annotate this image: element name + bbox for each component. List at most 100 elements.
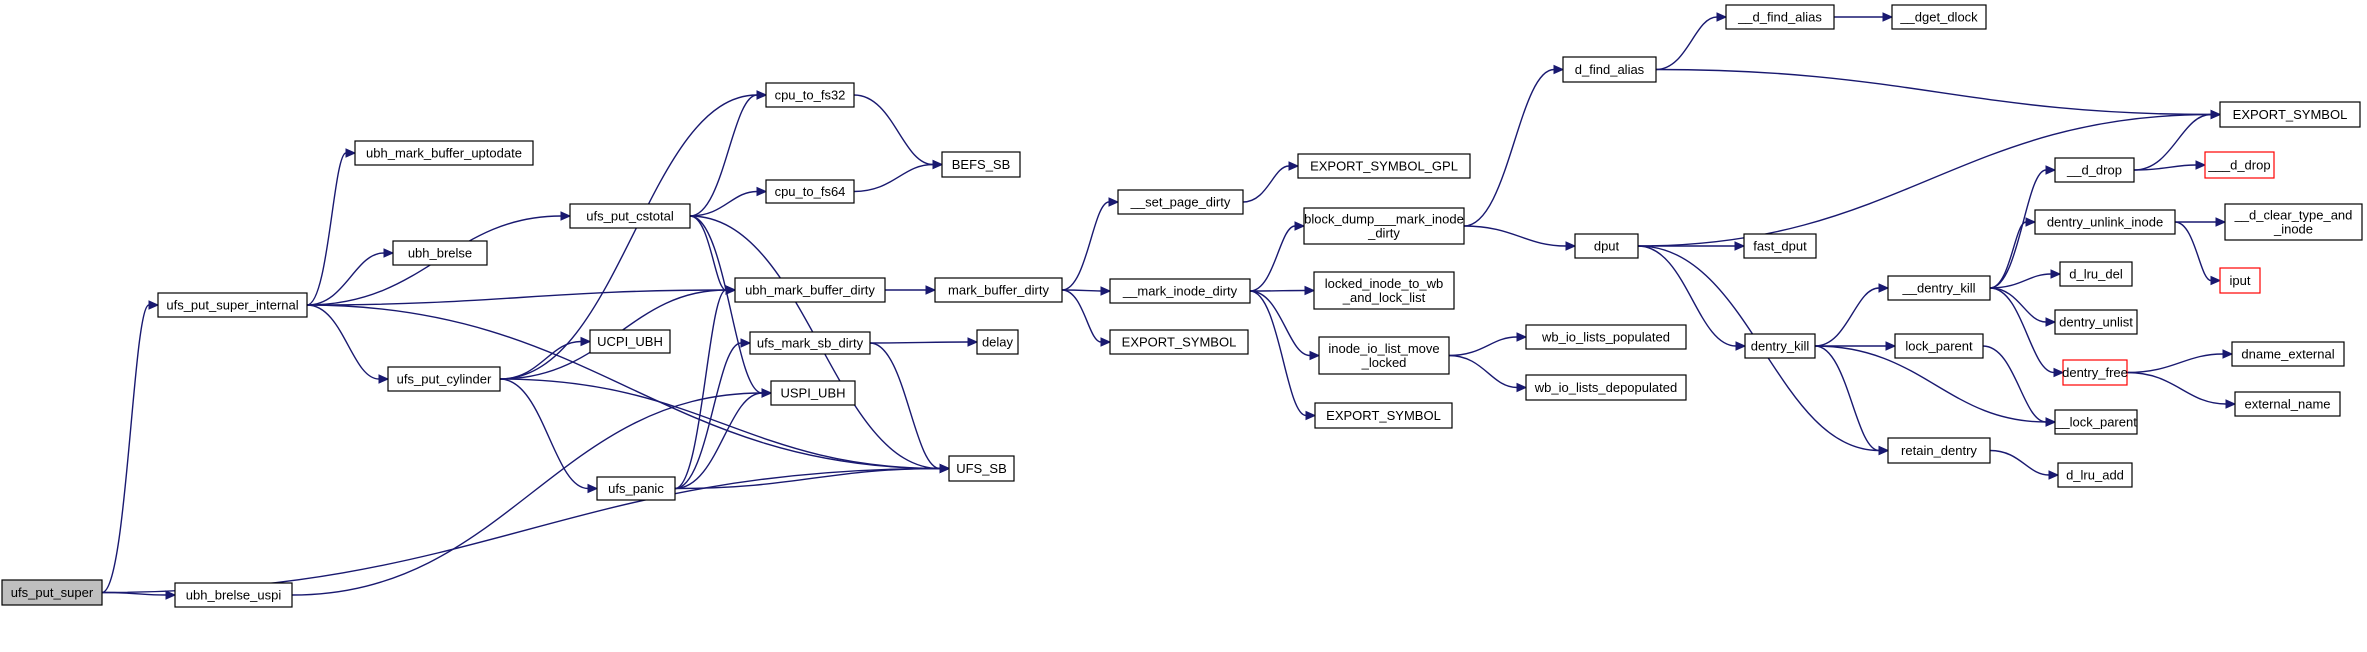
node-BEFS_SB[interactable]: BEFS_SB [941, 151, 1021, 178]
node-ubh_brelse[interactable]: ubh_brelse [392, 240, 488, 266]
node-box[interactable] [569, 203, 691, 229]
node-fast_dput[interactable]: fast_dput [1743, 233, 1817, 259]
node-box[interactable] [1318, 336, 1450, 375]
node-EXPORT_SYMBOL_1[interactable]: EXPORT_SYMBOL [1109, 329, 1249, 355]
node-mark_buffer_dirty[interactable]: mark_buffer_dirty [934, 277, 1063, 303]
node-box[interactable] [765, 82, 855, 108]
node-wb_io_lists_depopulated[interactable]: wb_io_lists_depopulated [1525, 374, 1687, 401]
node-dentry_unlink_inode[interactable]: dentry_unlink_inode [2034, 209, 2176, 235]
node-box[interactable] [596, 476, 676, 501]
node-box[interactable] [387, 366, 501, 392]
node-box[interactable] [1, 579, 103, 606]
node-mark_inode_dirty[interactable]: __mark_inode_dirty [1109, 278, 1251, 304]
node-box[interactable] [2054, 157, 2135, 183]
node-EXPORT_SYMBOL_3[interactable]: EXPORT_SYMBOL [2219, 101, 2361, 128]
node-box[interactable] [1562, 56, 1657, 83]
node-ubh_mark_buffer_uptodate[interactable]: ubh_mark_buffer_uptodate [354, 140, 534, 166]
node-box[interactable] [976, 329, 1019, 355]
node-box[interactable] [734, 277, 886, 303]
node-box[interactable] [749, 331, 871, 355]
node-ubh_brelse_uspi[interactable]: ubh_brelse_uspi [174, 582, 293, 608]
node-box[interactable] [354, 140, 534, 166]
node-box[interactable] [2231, 341, 2345, 367]
node-box[interactable] [1109, 329, 1249, 355]
node-dput[interactable]: dput [1574, 233, 1639, 259]
node-box[interactable] [948, 455, 1015, 482]
node-__dentry_kill[interactable]: __dentry_kill [1887, 275, 1991, 301]
node-box[interactable] [2234, 391, 2341, 417]
node-box[interactable] [2057, 462, 2133, 488]
node-UFS_SB[interactable]: UFS_SB [948, 455, 1015, 482]
node-box[interactable] [2219, 101, 2361, 128]
node-box[interactable] [1725, 4, 1835, 30]
node-__d_drop[interactable]: __d_drop [2054, 157, 2135, 183]
node-box[interactable] [2059, 261, 2133, 287]
node-box[interactable] [1894, 333, 1984, 359]
node-box[interactable] [1891, 4, 1987, 30]
node-ufs_put_cstotal[interactable]: ufs_put_cstotal [569, 203, 691, 229]
node-box[interactable] [2054, 309, 2138, 335]
node-box[interactable] [934, 277, 1063, 303]
node-__lock_parent[interactable]: __lock_parent [2054, 409, 2138, 435]
node-d_find_alias[interactable]: d_find_alias [1562, 56, 1657, 83]
node-ufs_put_super[interactable]: ufs_put_super [1, 579, 103, 606]
node-dentry_kill[interactable]: dentry_kill [1744, 333, 1816, 359]
node-__d_clear_type_and_inode[interactable]: __d_clear_type_and_inode [2224, 203, 2363, 241]
node-box[interactable] [1314, 402, 1453, 429]
node-box[interactable] [941, 151, 1021, 178]
node-set_page_dirty[interactable]: __set_page_dirty [1117, 189, 1244, 215]
node-d_lru_del[interactable]: d_lru_del [2059, 261, 2133, 287]
node-box[interactable] [2219, 267, 2261, 294]
node-ufs_panic[interactable]: ufs_panic [596, 476, 676, 501]
node-delay[interactable]: delay [976, 329, 1019, 355]
node-box[interactable] [1117, 189, 1244, 215]
node-box[interactable] [1744, 333, 1816, 359]
node-ubh_mark_buffer_dirty[interactable]: ubh_mark_buffer_dirty [734, 277, 886, 303]
node-UCPI_UBH[interactable]: UCPI_UBH [589, 329, 671, 354]
node-___d_drop[interactable]: ___d_drop [2204, 151, 2275, 179]
node-wb_io_lists_populated[interactable]: wb_io_lists_populated [1525, 324, 1687, 350]
node-box[interactable] [1574, 233, 1639, 259]
node-box[interactable] [174, 582, 293, 608]
node-box[interactable] [2224, 203, 2363, 241]
node-box[interactable] [157, 292, 308, 318]
node-box[interactable] [1303, 207, 1465, 245]
node-external_name[interactable]: external_name [2234, 391, 2341, 417]
node-ufs_mark_sb_dirty[interactable]: ufs_mark_sb_dirty [749, 331, 871, 355]
node-locked_inode[interactable]: locked_inode_to_wb_and_lock_list [1313, 271, 1455, 310]
node-box[interactable] [2062, 359, 2128, 386]
node-box[interactable] [392, 240, 488, 266]
node-inode_io_list_move[interactable]: inode_io_list_move_locked [1318, 336, 1450, 375]
node-box[interactable] [1525, 374, 1687, 401]
node-retain_dentry[interactable]: retain_dentry [1887, 437, 1991, 464]
node-box[interactable] [589, 329, 671, 354]
node-iput[interactable]: iput [2219, 267, 2261, 294]
node-d_lru_add[interactable]: d_lru_add [2057, 462, 2133, 488]
node-USPI_UBH[interactable]: USPI_UBH [770, 380, 856, 406]
node-box[interactable] [2054, 409, 2138, 435]
node-ufs_put_cylinder[interactable]: ufs_put_cylinder [387, 366, 501, 392]
node-box[interactable] [1887, 437, 1991, 464]
node-box[interactable] [1297, 153, 1471, 179]
node-dentry_free[interactable]: dentry_free [2062, 359, 2128, 386]
node-dname_external[interactable]: dname_external [2231, 341, 2345, 367]
node-box[interactable] [1743, 233, 1817, 259]
node-box[interactable] [1109, 278, 1251, 304]
node-ufs_put_super_internal[interactable]: ufs_put_super_internal [157, 292, 308, 318]
node-cpu_to_fs32[interactable]: cpu_to_fs32 [765, 82, 855, 108]
node-EXPORT_SYMBOL_GPL[interactable]: EXPORT_SYMBOL_GPL [1297, 153, 1471, 179]
node-box[interactable] [770, 380, 856, 406]
node-box[interactable] [2204, 151, 2275, 179]
node-box[interactable] [2034, 209, 2176, 235]
node-__d_find_alias[interactable]: __d_find_alias [1725, 4, 1835, 30]
node-__dget_dlock[interactable]: __dget_dlock [1891, 4, 1987, 30]
node-cpu_to_fs64[interactable]: cpu_to_fs64 [765, 179, 855, 204]
node-dentry_unlist[interactable]: dentry_unlist [2054, 309, 2138, 335]
node-EXPORT_SYMBOL_2[interactable]: EXPORT_SYMBOL [1314, 402, 1453, 429]
node-box[interactable] [1313, 271, 1455, 310]
node-box[interactable] [1887, 275, 1991, 301]
node-lock_parent[interactable]: lock_parent [1894, 333, 1984, 359]
node-box[interactable] [765, 179, 855, 204]
node-block_dump[interactable]: block_dump___mark_inode_dirty [1303, 207, 1465, 245]
node-box[interactable] [1525, 324, 1687, 350]
